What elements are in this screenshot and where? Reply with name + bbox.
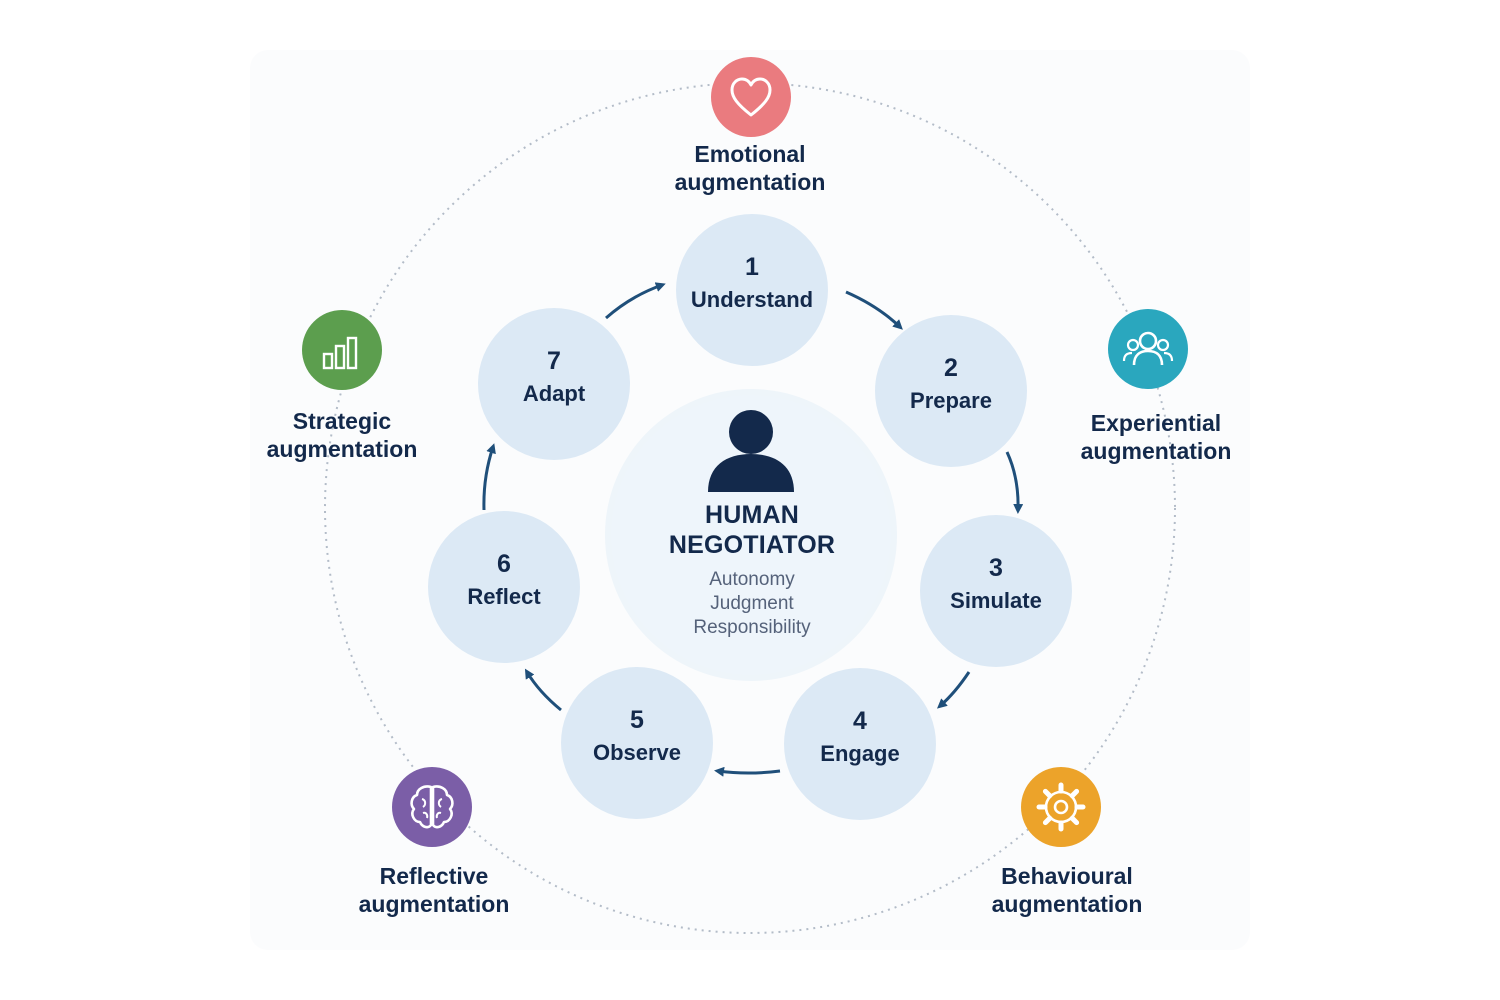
step-prepare: 2 Prepare: [875, 315, 1027, 467]
arrow-6-to-7: [482, 443, 496, 511]
step-label: Engage: [820, 741, 900, 766]
step-simulate: 3 Simulate: [920, 515, 1072, 667]
arrow-7-to-1: [605, 282, 666, 320]
center-value-autonomy: Autonomy: [709, 569, 795, 590]
bar-chart-icon: [322, 336, 358, 370]
behavioural-label-line2: augmentation: [991, 891, 1143, 917]
step-adapt: 7 Adapt: [478, 308, 630, 460]
step-label: Simulate: [950, 588, 1042, 613]
step-observe: 5 Observe: [561, 667, 713, 819]
experiential-label-line1: Experiential: [1090, 410, 1222, 436]
reflective-badge: [392, 767, 472, 847]
emotional-label-line2: augmentation: [674, 169, 826, 195]
arrow-2-to-3: [1005, 451, 1024, 514]
center-value-judgment: Judgment: [710, 593, 794, 614]
step-engage: 4 Engage: [784, 668, 936, 820]
emotional-label-line1: Emotional: [694, 141, 806, 167]
behavioural-label-line1: Behavioural: [1001, 863, 1133, 889]
step-number: 3: [989, 554, 1003, 582]
experiential-label-line2: augmentation: [1080, 438, 1232, 464]
strategic-label-line2: augmentation: [266, 436, 418, 462]
center-value-responsibility: Responsibility: [693, 617, 811, 638]
step-label: Prepare: [910, 388, 992, 413]
step-label: Reflect: [467, 584, 541, 609]
step-label: Observe: [592, 740, 682, 765]
step-number: 2: [944, 354, 958, 382]
people-icon: [1122, 331, 1174, 366]
step-number: 6: [497, 550, 511, 578]
reflective-label-line2: augmentation: [358, 891, 510, 917]
step-reflect: 6 Reflect: [428, 511, 580, 663]
reflective-label-line1: Reflective: [379, 863, 489, 889]
step-understand: 1 Understand: [676, 214, 828, 366]
strategic-badge: [302, 310, 382, 390]
step-label: Adapt: [522, 381, 586, 406]
arrow-3-to-4: [936, 671, 971, 709]
center-title-line2: NEGOTIATOR: [668, 531, 836, 559]
strategic-label-line1: Strategic: [292, 408, 392, 434]
gear-icon: [1036, 782, 1086, 832]
emotional-badge: [711, 57, 791, 137]
experiential-badge: [1108, 309, 1188, 389]
brain-icon: [410, 785, 454, 829]
arrow-5-to-6: [524, 668, 562, 712]
step-number: 1: [745, 253, 759, 281]
arrow-1-to-2: [845, 290, 903, 330]
step-number: 5: [630, 706, 644, 734]
person-icon: [708, 410, 794, 492]
center-title-line1: HUMAN: [704, 501, 800, 529]
step-number: 4: [853, 707, 867, 735]
step-number: 7: [547, 347, 561, 375]
heart-icon: [730, 77, 772, 117]
step-label: Understand: [690, 287, 814, 312]
arrow-4-to-5: [714, 766, 781, 777]
behavioural-badge: [1021, 767, 1101, 847]
